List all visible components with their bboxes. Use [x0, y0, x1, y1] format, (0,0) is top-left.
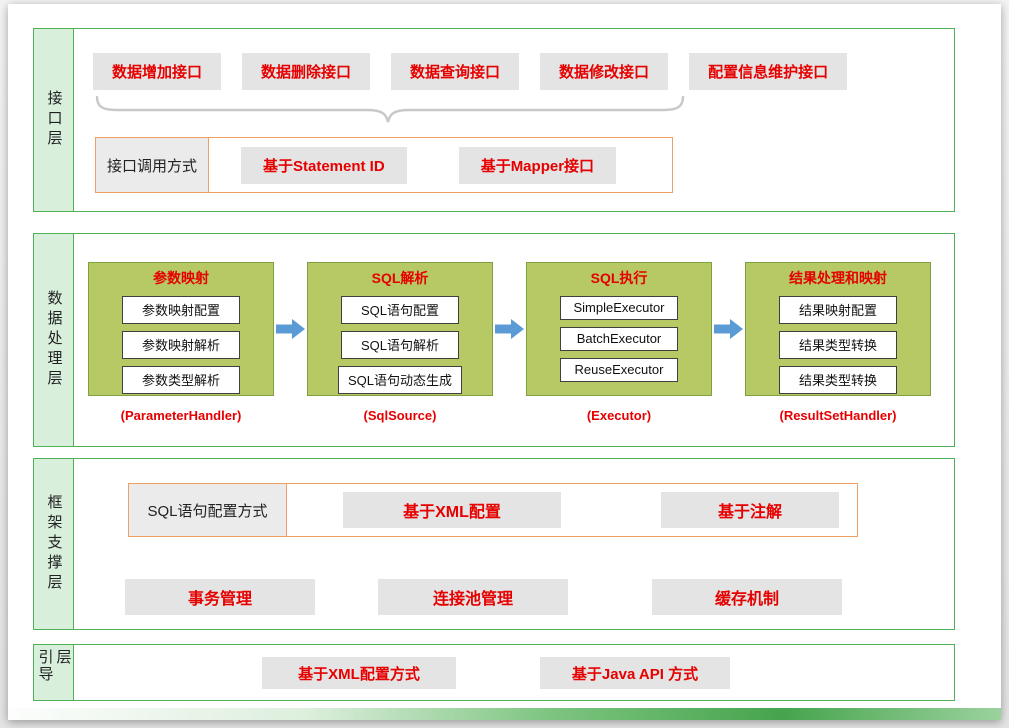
layer-bootstrap-label: 引导层 [34, 645, 74, 700]
layer-interface: 接口层 数据增加接口 数据删除接口 数据查询接口 数据修改接口 配置信息维护接口… [33, 28, 955, 212]
feature-connection-pool-management: 连接池管理 [378, 579, 568, 615]
feature-cache-mechanism: 缓存机制 [652, 579, 842, 615]
module-parameter-mapping: 参数映射 参数映射配置 参数映射解析 参数类型解析 (ParameterHand… [88, 262, 274, 423]
sql-config-option-xml: 基于XML配置 [343, 492, 561, 528]
sql-config-label: SQL语句配置方式 [129, 484, 287, 536]
module-caption: (ParameterHandler) [120, 408, 242, 423]
layer-bootstrap-content: 基于XML配置方式 基于Java API 方式 [74, 645, 954, 700]
module-item: 参数映射配置 [122, 296, 240, 324]
layer-data-processing-content: 参数映射 参数映射配置 参数映射解析 参数类型解析 (ParameterHand… [74, 234, 954, 446]
layer-framework-support-content: SQL语句配置方式 基于XML配置 基于注解 事务管理 连接池管理 缓存机制 [74, 459, 954, 629]
api-buttons-row: 数据增加接口 数据删除接口 数据查询接口 数据修改接口 配置信息维护接口 [93, 53, 848, 90]
module-item: 结果类型转换 [779, 331, 897, 359]
layer-bootstrap: 引导层 基于XML配置方式 基于Java API 方式 [33, 644, 955, 701]
module-sql-execution: SQL执行 SimpleExecutor BatchExecutor Reuse… [526, 262, 712, 423]
api-button-config-maintain: 配置信息维护接口 [689, 53, 848, 90]
module-title: 结果处理和映射 [789, 270, 887, 286]
module-item: 参数类型解析 [122, 366, 240, 394]
module-item: SQL语句解析 [341, 331, 459, 359]
call-method-box: 接口调用方式 基于Statement ID 基于Mapper接口 [95, 137, 673, 193]
api-button-query: 数据查询接口 [391, 53, 520, 90]
module-item: SQL语句动态生成 [337, 366, 462, 394]
module-box: 参数映射 参数映射配置 参数映射解析 参数类型解析 [88, 262, 274, 396]
bootstrap-option-xml-config: 基于XML配置方式 [262, 657, 456, 689]
layer-interface-content: 数据增加接口 数据删除接口 数据查询接口 数据修改接口 配置信息维护接口 接口调… [74, 29, 954, 211]
module-title: SQL执行 [590, 270, 648, 286]
features-row: 事务管理 连接池管理 缓存机制 [74, 579, 954, 617]
module-item: 结果映射配置 [779, 296, 897, 324]
layer-framework-support: 框架支撑层 SQL语句配置方式 基于XML配置 基于注解 事务管理 连接池管理 … [33, 458, 955, 630]
bottom-gradient-bar [8, 708, 1001, 720]
module-item: 结果类型转换 [779, 366, 897, 394]
bootstrap-option-java-api: 基于Java API 方式 [540, 657, 730, 689]
layer-data-processing: 数据处理层 参数映射 参数映射配置 参数映射解析 参数类型解析 (Paramet… [33, 233, 955, 447]
feature-transaction-management: 事务管理 [125, 579, 315, 615]
api-button-update: 数据修改接口 [540, 53, 669, 90]
module-item: SQL语句配置 [341, 296, 459, 324]
call-method-options: 基于Statement ID 基于Mapper接口 [209, 138, 672, 192]
arrow-right-icon [494, 262, 525, 396]
module-caption: (Executor) [586, 408, 652, 423]
module-box: SQL执行 SimpleExecutor BatchExecutor Reuse… [526, 262, 712, 396]
layer-label-text: 数据处理层 [45, 290, 63, 390]
modules-row: 参数映射 参数映射配置 参数映射解析 参数类型解析 (ParameterHand… [88, 262, 931, 423]
module-item: SimpleExecutor [560, 296, 678, 320]
module-item: ReuseExecutor [560, 358, 678, 382]
sql-config-box: SQL语句配置方式 基于XML配置 基于注解 [128, 483, 858, 537]
module-item: BatchExecutor [560, 327, 678, 351]
arrow-right-icon [275, 262, 306, 396]
layer-framework-support-label: 框架支撑层 [34, 459, 74, 629]
api-button-add: 数据增加接口 [93, 53, 222, 90]
module-box: 结果处理和映射 结果映射配置 结果类型转换 结果类型转换 [745, 262, 931, 396]
module-caption: (ResultSetHandler) [779, 408, 897, 423]
module-result-handling: 结果处理和映射 结果映射配置 结果类型转换 结果类型转换 (ResultSetH… [745, 262, 931, 423]
module-box: SQL解析 SQL语句配置 SQL语句解析 SQL语句动态生成 [307, 262, 493, 396]
module-title: SQL解析 [371, 270, 429, 286]
call-method-label: 接口调用方式 [96, 138, 209, 192]
layer-label-text: 引导层 [36, 648, 72, 683]
module-sql-parsing: SQL解析 SQL语句配置 SQL语句解析 SQL语句动态生成 (SqlSour… [307, 262, 493, 423]
layer-label-text: 接口层 [45, 90, 63, 150]
api-button-delete: 数据删除接口 [242, 53, 371, 90]
sql-config-options: 基于XML配置 基于注解 [287, 484, 857, 536]
call-method-option-statement-id: 基于Statement ID [241, 146, 407, 184]
brace-decoration-icon [95, 95, 685, 123]
sql-config-option-annotation: 基于注解 [661, 492, 839, 528]
layer-label-text: 框架支撑层 [45, 494, 63, 594]
layer-data-processing-label: 数据处理层 [34, 234, 74, 446]
module-caption: (SqlSource) [363, 408, 437, 423]
layer-interface-label: 接口层 [34, 29, 74, 211]
arrow-right-icon [713, 262, 744, 396]
module-item: 参数映射解析 [122, 331, 240, 359]
call-method-option-mapper: 基于Mapper接口 [458, 146, 617, 184]
module-title: 参数映射 [153, 270, 209, 286]
